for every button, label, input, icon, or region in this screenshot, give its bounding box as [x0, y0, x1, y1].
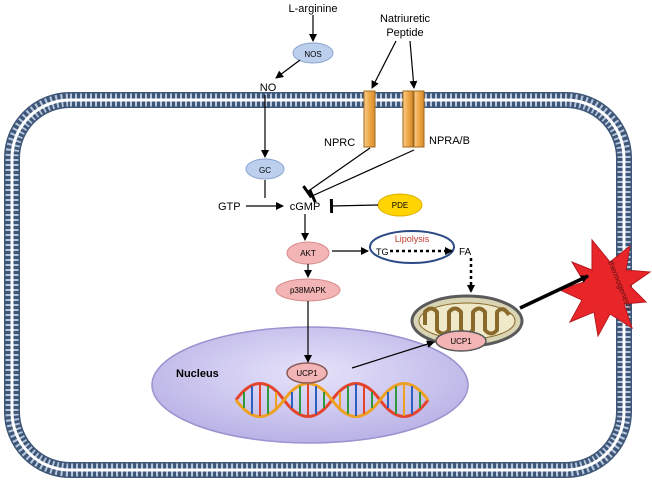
nos-node [292, 42, 334, 64]
label-tg: TG [376, 247, 389, 257]
inhibit-pde-cgmp [329, 198, 379, 214]
label-lipolysis: Lipolysis [395, 234, 430, 244]
gc-node [245, 158, 285, 180]
thermogenesis-burst [558, 238, 652, 338]
nprc-receptor [363, 90, 376, 148]
arrow-np-nprab [409, 40, 418, 89]
dna-helix [234, 382, 430, 418]
label-ucp1-mito: UCP1 [450, 337, 472, 346]
label-l-arginine: L-arginine [289, 3, 338, 15]
inhibit-nprab-cgmp [308, 149, 415, 203]
npra-b-receptor [402, 90, 425, 148]
label-ucp1-nucleus: UCP1 [296, 369, 318, 378]
label-fa: FA [459, 247, 472, 258]
ucp1-mito-node [435, 330, 487, 352]
label-akt: AKT [300, 249, 316, 258]
pathway-arrows [246, 15, 589, 369]
label-nucleus: Nucleus [176, 368, 219, 380]
arrow-nos-no [275, 59, 301, 79]
label-npra-b: NPRA/B [429, 135, 470, 147]
label-nos: NOS [304, 50, 321, 59]
label-natriuretic: Natriuretic [380, 13, 431, 25]
arrow-mito-thermogenesis [519, 274, 589, 310]
label-nprc: NPRC [324, 137, 355, 149]
label-pde: PDE [392, 201, 408, 210]
arrow-ucp1-mito [351, 340, 435, 369]
label-gtp: GTP [218, 201, 241, 213]
mitochondrion [410, 294, 524, 348]
inhibit-nprc-cgmp [302, 147, 371, 199]
label-peptide: Peptide [386, 27, 423, 39]
label-no: NO [260, 82, 277, 94]
label-cgmp: cGMP [290, 201, 321, 213]
lipolysis-node [369, 230, 455, 264]
label-gc: GC [259, 166, 271, 175]
ucp1-nucleus-node [286, 362, 328, 384]
arrow-np-nprc [371, 40, 397, 89]
label-p38mapk: p38MAPK [290, 286, 327, 295]
